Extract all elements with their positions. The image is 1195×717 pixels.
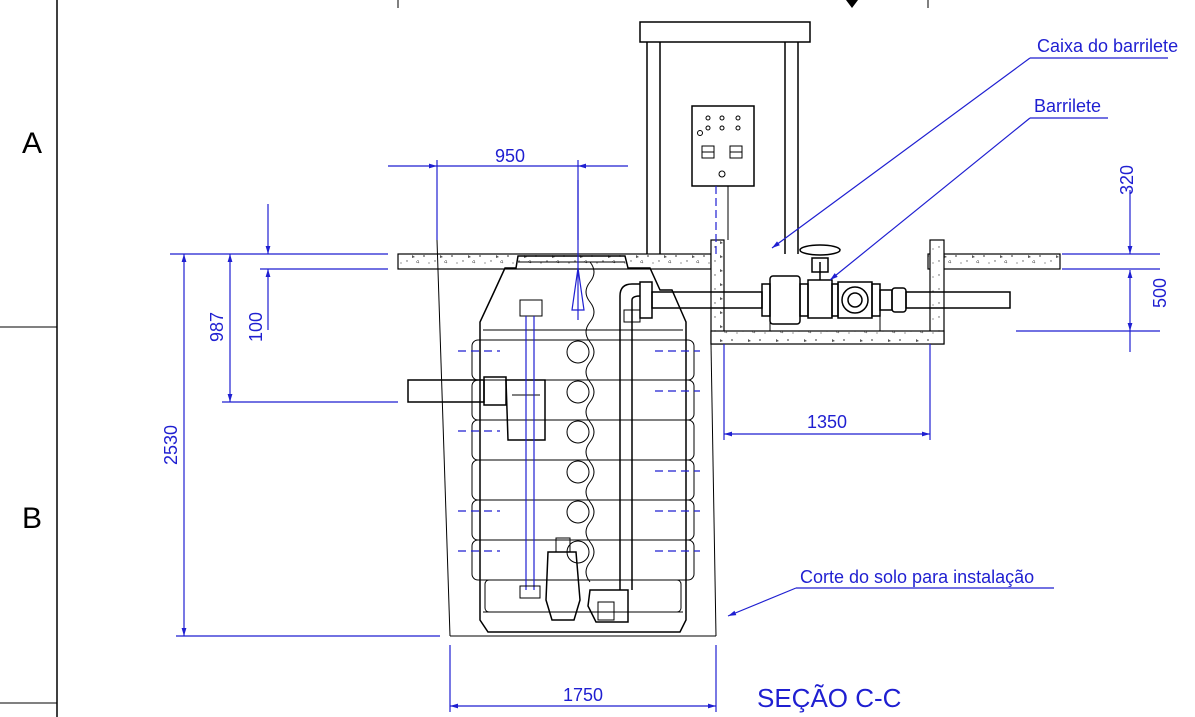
zone-label-a: A (22, 127, 42, 160)
dim-100: 100 (246, 312, 266, 342)
label-barrilete: Barrilete (1034, 96, 1101, 116)
pump-assembly (519, 180, 629, 623)
label-corte-do-solo: Corte do solo para instalação (800, 567, 1034, 587)
barrilete (761, 244, 1011, 331)
dim-2530: 2530 (161, 425, 181, 465)
dimension-lines (170, 160, 1160, 712)
concrete-slab (397, 253, 1061, 270)
dim-950: 950 (495, 146, 525, 166)
tank-dashed-marks (458, 350, 700, 552)
tank (458, 255, 700, 633)
label-caixa-do-barrilete: Caixa do barrilete (1037, 36, 1178, 56)
section-title: SEÇÃO C-C (757, 683, 901, 713)
dim-1750: 1750 (563, 685, 603, 705)
leader-lines (727, 57, 1168, 617)
dim-987: 987 (207, 312, 227, 342)
discharge-pipe (619, 281, 763, 590)
tank-ribs (471, 339, 695, 613)
dim-1350: 1350 (807, 412, 847, 432)
control-panel (691, 105, 755, 187)
dim-320: 320 (1117, 165, 1137, 195)
drawing-frame (0, 0, 929, 717)
dim-500: 500 (1150, 278, 1170, 308)
excavation-outline (436, 239, 717, 637)
zone-label-b: B (22, 502, 42, 535)
control-panel-indicators (697, 115, 743, 178)
control-panel-stand (639, 21, 811, 254)
